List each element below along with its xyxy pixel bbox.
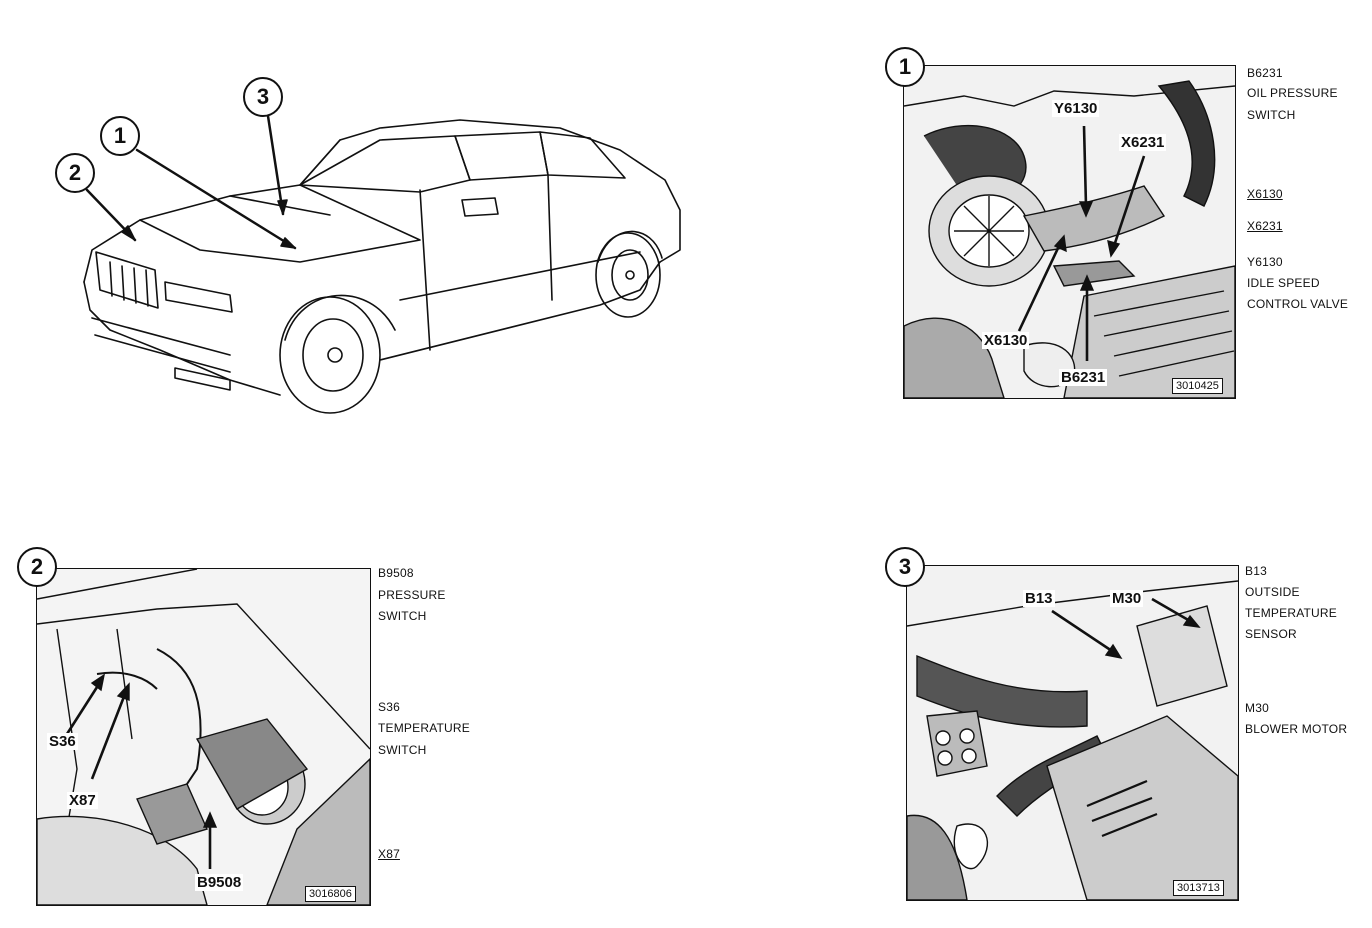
panel-1-code-b6231: B6231 <box>1059 369 1108 386</box>
legend-y6130: Y6130 <box>1247 255 1283 269</box>
legend-switch: SWITCH <box>1247 108 1296 122</box>
legend-b6231: B6231 <box>1247 66 1283 80</box>
panel-1-code-y6130: Y6130 <box>1052 100 1100 117</box>
legend-x6231: X6231 <box>1247 219 1283 233</box>
panel-1-figure-id: 3010425 <box>1172 378 1223 394</box>
panel-2-code-b9508: B9508 <box>195 874 244 891</box>
panel-1-code-x6231: X6231 <box>1119 134 1167 151</box>
legend-switch-2: SWITCH <box>378 743 427 757</box>
callout-1-marker: 1 <box>100 116 140 156</box>
panel-3-number: 3 <box>885 547 925 587</box>
legend-sensor: SENSOR <box>1245 627 1297 641</box>
car-overview-drawing <box>83 114 681 414</box>
legend-blower-motor: BLOWER MOTOR <box>1245 722 1348 736</box>
panel-3-figure-id: 3013713 <box>1173 880 1224 896</box>
legend-b9508: B9508 <box>378 566 414 580</box>
panel-2-figure-id: 3016806 <box>305 886 356 902</box>
legend-pressure: PRESSURE <box>378 588 446 602</box>
panel-1-number: 1 <box>885 47 925 87</box>
callout-2-marker: 2 <box>55 153 95 193</box>
legend-oil-pressure: OIL PRESSURE <box>1247 86 1338 100</box>
legend-s36: S36 <box>378 700 400 714</box>
legend-x87: X87 <box>378 847 400 861</box>
panel-3-code-m30: M30 <box>1110 590 1144 607</box>
legend-temperature: TEMPERATURE <box>378 721 470 735</box>
legend-temperature-3: TEMPERATURE <box>1245 606 1337 620</box>
legend-m30: M30 <box>1245 701 1269 715</box>
panel-3-photo: B13 M30 3013713 <box>906 565 1239 901</box>
panel-2-engine-drawing <box>37 569 370 905</box>
panel-2-photo: S36 X87 B9508 3016806 <box>36 568 371 906</box>
panel-1-code-x6130: X6130 <box>982 332 1030 349</box>
panel-2-code-s36: S36 <box>47 733 78 750</box>
legend-control-valve: CONTROL VALVE <box>1247 297 1349 311</box>
panel-2-number: 2 <box>17 547 57 587</box>
callout-3-marker: 3 <box>243 77 283 117</box>
legend-outside: OUTSIDE <box>1245 585 1300 599</box>
legend-x6130: X6130 <box>1247 187 1283 201</box>
panel-3-engine-drawing <box>907 566 1238 900</box>
panel-1-engine-drawing <box>904 66 1235 398</box>
panel-1-photo: Y6130 X6231 X6130 B6231 3010425 <box>903 65 1236 399</box>
legend-idle-speed: IDLE SPEED <box>1247 276 1320 290</box>
panel-2-code-x87: X87 <box>67 792 98 809</box>
panel-3-code-b13: B13 <box>1023 590 1055 607</box>
legend-switch-1: SWITCH <box>378 609 427 623</box>
legend-b13: B13 <box>1245 564 1267 578</box>
